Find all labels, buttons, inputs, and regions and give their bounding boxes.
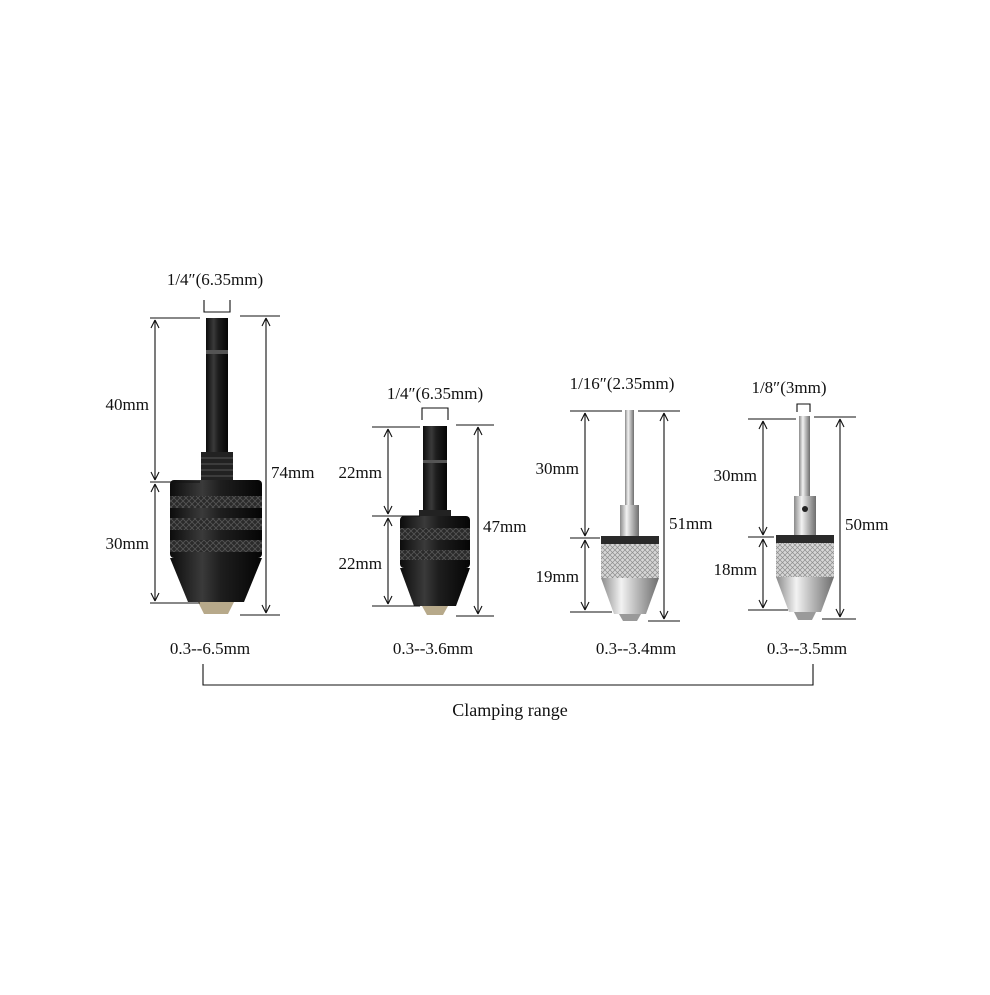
clamping-range-caption: Clamping range (452, 700, 567, 720)
chuck-4-dimension-lines (748, 403, 856, 620)
chuck-1-lower-length-label: 30mm (106, 534, 149, 553)
chuck-4-clamping-range: 0.3--3.5mm (767, 639, 847, 658)
chuck-2: 1/4″(6.35mm) 22mm 22mm 47mm 0.3--3.6mm (339, 384, 527, 658)
chuck-3-clamping-range: 0.3--3.4mm (596, 639, 676, 658)
clamping-range-bracket (202, 664, 814, 686)
chuck-4-lower-length-label: 18mm (714, 560, 757, 579)
chuck-3: 1/16″(2.35mm) 30mm 19mm 51mm 0.3--3.4mm (536, 374, 713, 658)
chuck-2-body (400, 426, 470, 615)
chuck-3-total-length-label: 51mm (669, 514, 712, 533)
chuck-4-upper-length-label: 30mm (714, 466, 757, 485)
chuck-4-shank-label: 1/8″(3mm) (751, 378, 826, 397)
chuck-1-dimension-lines (150, 300, 280, 616)
chuck-4-total-length-label: 50mm (845, 515, 888, 534)
chuck-1-body (170, 318, 262, 614)
chuck-2-dimension-lines (372, 407, 494, 617)
chuck-3-body (601, 410, 659, 621)
chuck-3-lower-length-label: 19mm (536, 567, 579, 586)
chuck-2-total-length-label: 47mm (483, 517, 526, 536)
chuck-2-upper-length-label: 22mm (339, 463, 382, 482)
chuck-3-shank-label: 1/16″(2.35mm) (570, 374, 675, 393)
chuck-2-shank-label: 1/4″(6.35mm) (387, 384, 483, 403)
chuck-4-body (776, 416, 834, 620)
chuck-4: 1/8″(3mm) 30mm 18mm 50mm 0.3--3.5mm (714, 378, 889, 658)
chuck-2-lower-length-label: 22mm (339, 554, 382, 573)
chuck-1-total-length-label: 74mm (271, 463, 314, 482)
chuck-3-upper-length-label: 30mm (536, 459, 579, 478)
chuck-3-dimension-lines (570, 410, 680, 622)
chuck-1-upper-length-label: 40mm (106, 395, 149, 414)
chuck-1-clamping-range: 0.3--6.5mm (170, 639, 250, 658)
chuck-1: 1/4″(6.35mm) 40mm 30mm 74mm 0.3--6.5mm (106, 270, 315, 658)
chuck-2-clamping-range: 0.3--3.6mm (393, 639, 473, 658)
chuck-1-shank-label: 1/4″(6.35mm) (167, 270, 263, 289)
